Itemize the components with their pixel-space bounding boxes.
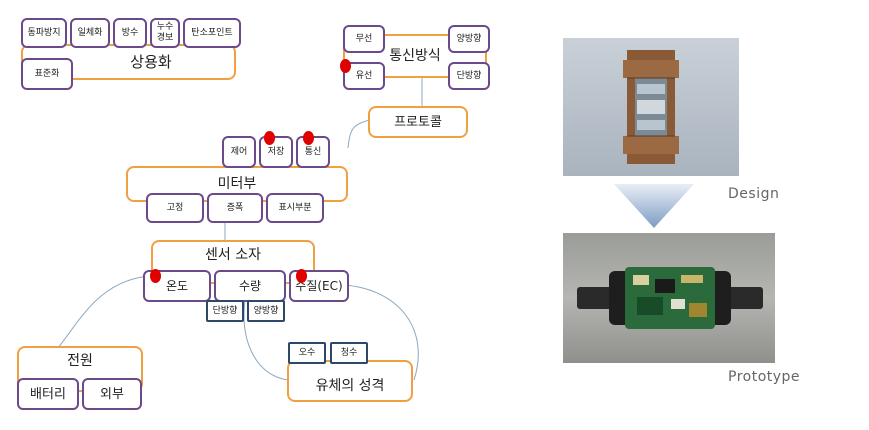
protocol-node: 프로토콜 (368, 106, 468, 138)
flow-option-bidirectional: 양방향 (247, 300, 285, 322)
marker-dot-storage (264, 131, 275, 145)
prototype-image (563, 233, 775, 363)
down-arrow-icon (614, 184, 694, 228)
marker-dot-communication (303, 131, 314, 145)
prototype-caption: Prototype (728, 369, 801, 385)
sensor-item-water-quality: 수질(EC) (289, 270, 349, 302)
design-cad-drawing (623, 50, 679, 164)
comm-item-wired: 유선 (343, 62, 385, 90)
power-title: 전원 (67, 353, 93, 369)
sensor-title: 센서 소자 (205, 247, 261, 263)
meter-item-fixed: 고정 (146, 193, 204, 223)
comm-item-bidirectional: 양방향 (448, 25, 490, 53)
commercial-item-freeze: 동파방지 (21, 18, 67, 48)
commercial-item-carbon-point: 탄소포인트 (183, 18, 241, 48)
fluid-item-wastewater: 오수 (288, 342, 326, 364)
commercial-item-standardization: 표준화 (21, 58, 73, 90)
fluid-item-clean-water: 청수 (330, 342, 368, 364)
flow-option-unidirectional: 단방향 (206, 300, 244, 322)
meter-title: 미터부 (217, 176, 257, 192)
marker-dot-wired (340, 59, 351, 73)
commercial-title: 상용화 (130, 52, 172, 71)
prototype-device (577, 267, 763, 329)
connector-protocol-meter (347, 119, 371, 149)
meter-item-control: 제어 (222, 136, 256, 168)
connector-sensor-power (57, 275, 151, 349)
comm-item-unidirectional: 단방향 (448, 62, 490, 90)
design-caption: Design (728, 186, 780, 202)
fluid-title: 유체의 성격 (315, 378, 385, 394)
marker-dot-temperature (150, 269, 161, 283)
connector-sensor-fluid-right (344, 284, 419, 381)
commercial-item-integration: 일체화 (70, 18, 110, 48)
marker-dot-water-quality (296, 269, 307, 283)
connector-sensor-fluid-left (243, 299, 289, 381)
fluid-node: 유체의 성격 (287, 360, 413, 402)
communication-title: 통신방식 (389, 48, 441, 64)
commercial-item-waterproof: 방수 (113, 18, 147, 48)
meter-item-display: 표시부분 (266, 193, 324, 223)
power-item-external: 외부 (82, 378, 142, 410)
power-item-battery: 배터리 (17, 378, 79, 410)
design-image (563, 38, 739, 176)
meter-item-amplify: 증폭 (207, 193, 263, 223)
sensor-item-flow: 수량 (214, 270, 286, 302)
comm-item-wireless: 무선 (343, 25, 385, 53)
